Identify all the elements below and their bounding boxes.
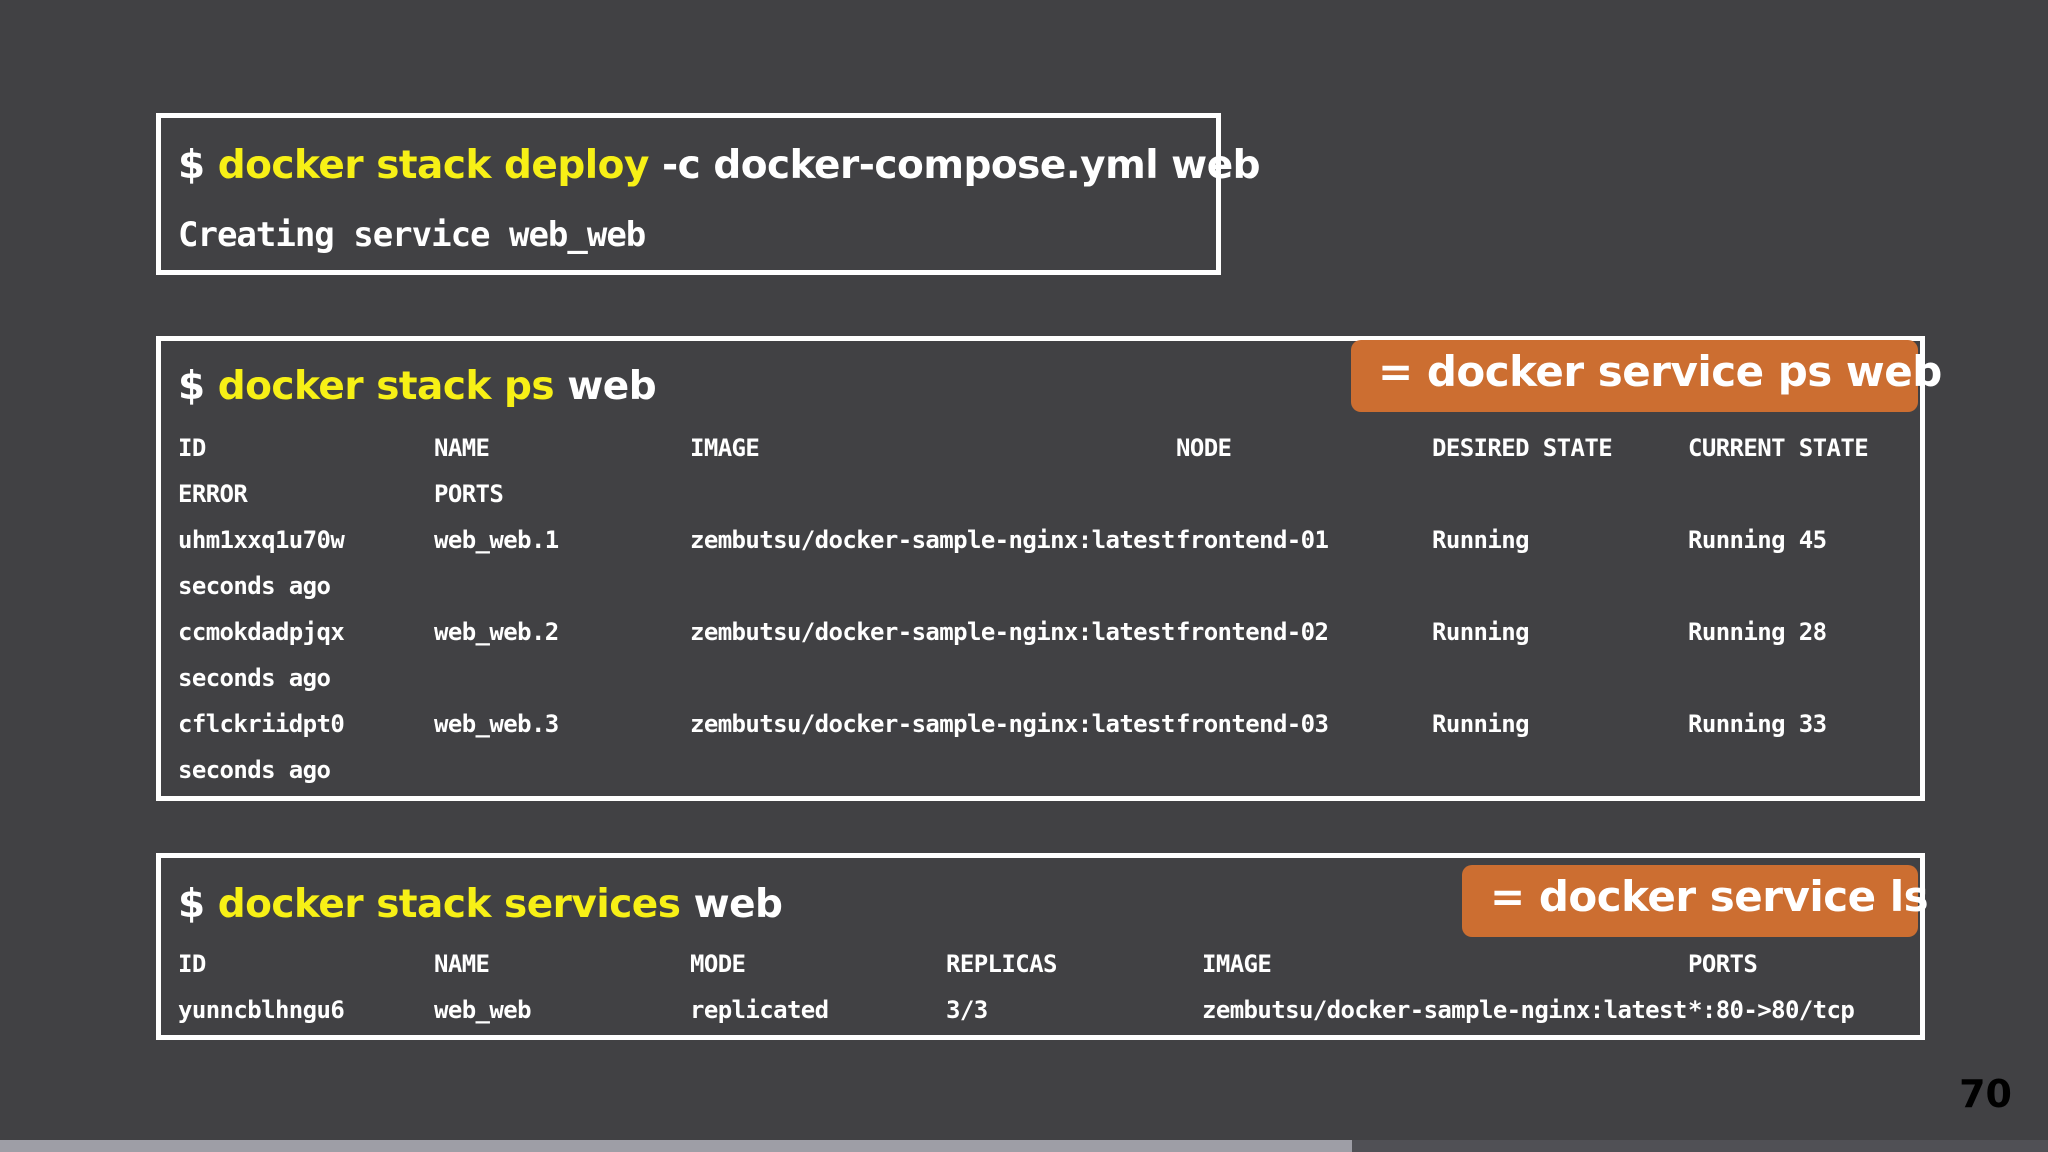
task-name: web_web.3 (434, 710, 559, 738)
col-header-mode: MODE (690, 950, 746, 978)
deploy-command-line: $ docker stack deploy -c docker-compose.… (178, 143, 1261, 188)
col-header-error: ERROR (178, 480, 248, 508)
slide-progress-fill (0, 1140, 1352, 1152)
stack-ps-args: web (567, 364, 657, 409)
deploy-args: -c docker-compose.yml web (661, 143, 1261, 188)
stack-services-command: docker stack services (217, 882, 681, 927)
equivalent-command-badge: = docker service ps web (1351, 340, 1942, 412)
task-current-state: Running 28 (1688, 618, 1827, 646)
task-desired-state: Running (1432, 526, 1530, 554)
service-replicas: 3/3 (946, 996, 988, 1024)
service-ports: *:80->80/tcp (1688, 996, 1855, 1024)
task-image: zembutsu/docker-sample-nginx:latest (690, 526, 1175, 554)
prompt-symbol: $ (178, 143, 205, 188)
deploy-terminal-box: $ docker stack deploy -c docker-compose.… (156, 113, 1261, 275)
prompt-symbol: $ (178, 364, 205, 409)
stack-ps-terminal-box: $ docker stack ps web ID NAME IMAGE NODE… (156, 336, 1925, 801)
task-desired-state: Running (1432, 710, 1530, 738)
stack-services-args: web (693, 882, 783, 927)
service-name: web_web (434, 996, 532, 1024)
deploy-output: Creating service web_web (178, 215, 646, 255)
task-node: frontend-02 (1176, 618, 1329, 646)
slide-progress-bar (0, 1140, 2048, 1152)
task-node: frontend-03 (1176, 710, 1329, 738)
col-header-ports: PORTS (434, 480, 504, 508)
col-header-id: ID (178, 950, 206, 978)
task-name: web_web.2 (434, 618, 559, 646)
col-header-ports: PORTS (1688, 950, 1758, 978)
task-current-state-wrap: seconds ago (178, 572, 331, 600)
equivalent-command-badge: = docker service ls (1462, 865, 1929, 937)
deploy-command: docker stack deploy (217, 143, 650, 188)
col-header-image: IMAGE (690, 434, 760, 462)
service-mode: replicated (690, 996, 829, 1024)
task-current-state: Running 45 (1688, 526, 1827, 554)
stack-services-command-line: $ docker stack services web (178, 882, 783, 927)
task-id: ccmokdadpjqx (178, 618, 345, 646)
col-header-node: NODE (1176, 434, 1232, 462)
col-header-image: IMAGE (1202, 950, 1272, 978)
page-number: 70 (1959, 1072, 2012, 1116)
stack-ps-command: docker stack ps (217, 364, 555, 409)
task-id: cflckriidpt0 (178, 710, 345, 738)
task-name: web_web.1 (434, 526, 559, 554)
col-header-current-state: CURRENT STATE (1688, 434, 1869, 462)
task-id: uhm1xxq1u70w (178, 526, 345, 554)
stack-ps-command-line: $ docker stack ps web (178, 364, 657, 409)
task-desired-state: Running (1432, 618, 1530, 646)
col-header-replicas: REPLICAS (946, 950, 1057, 978)
stack-services-terminal-box: $ docker stack services web ID NAME MODE… (156, 853, 1925, 1040)
col-header-desired-state: DESIRED STATE (1432, 434, 1613, 462)
service-id: yunncblhngu6 (178, 996, 345, 1024)
prompt-symbol: $ (178, 882, 205, 927)
task-image: zembutsu/docker-sample-nginx:latest (690, 618, 1175, 646)
task-current-state-wrap: seconds ago (178, 664, 331, 692)
col-header-name: NAME (434, 950, 490, 978)
task-image: zembutsu/docker-sample-nginx:latest (690, 710, 1175, 738)
service-image: zembutsu/docker-sample-nginx:latest (1202, 996, 1687, 1024)
col-header-id: ID (178, 434, 206, 462)
col-header-name: NAME (434, 434, 490, 462)
task-current-state: Running 33 (1688, 710, 1827, 738)
task-current-state-wrap: seconds ago (178, 756, 331, 784)
task-node: frontend-01 (1176, 526, 1329, 554)
